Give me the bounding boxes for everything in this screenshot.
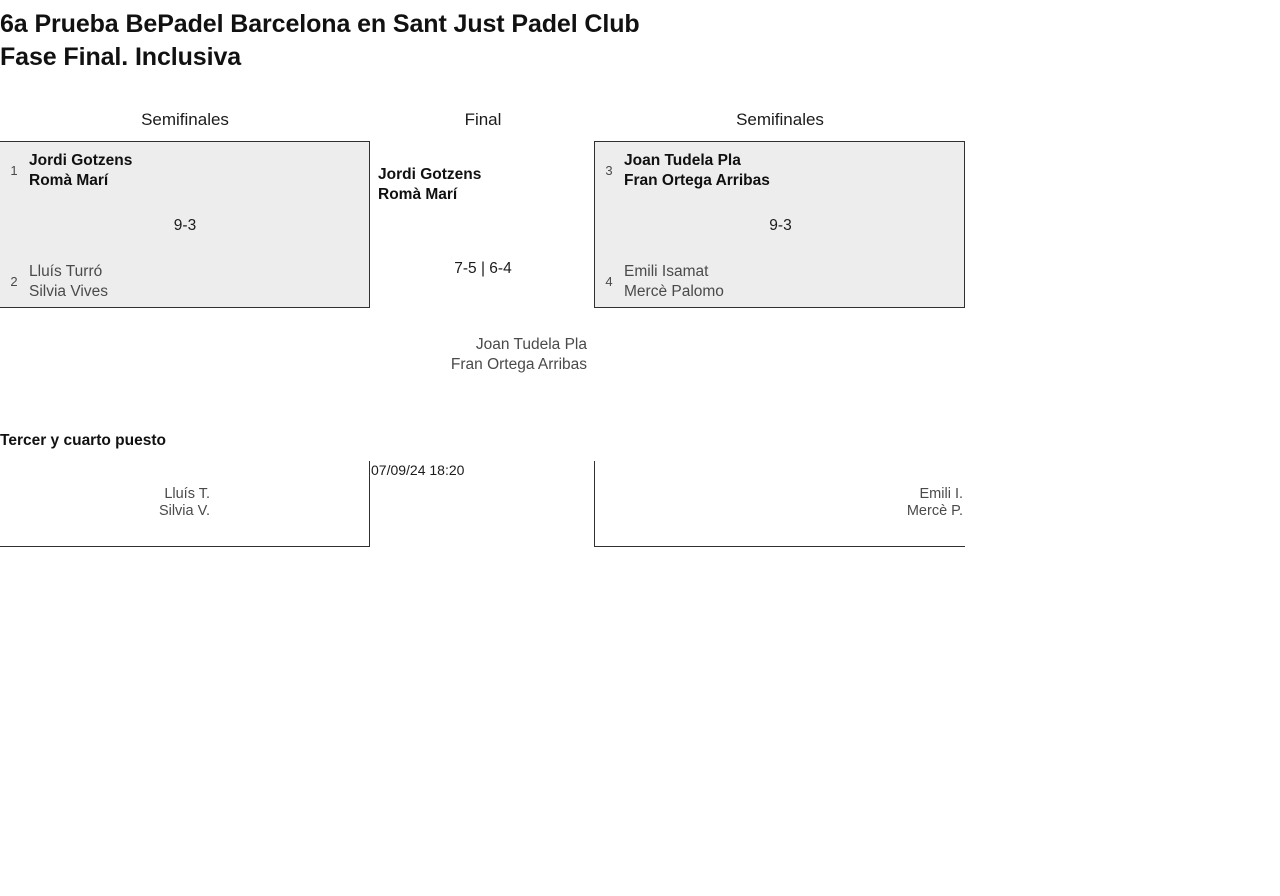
match-score: 9-3 — [769, 217, 792, 234]
tournament-phase: Fase Final. Inclusiva — [0, 43, 242, 71]
round-heading-semifinals-right: Semifinales — [736, 110, 824, 129]
seed-number: 1 — [10, 163, 18, 178]
player-name-2: Romà Marí — [378, 185, 458, 203]
player-name-2: Romà Marí — [29, 171, 109, 189]
third-place-match-datetime: 07/09/24 18:20 — [371, 462, 465, 478]
player-name-2: Mercè Palomo — [624, 282, 724, 300]
tournament-name: 6a Prueba BePadel Barcelona en Sant Just… — [0, 10, 640, 38]
round-heading-semifinals-left: Semifinales — [141, 110, 229, 129]
player-name-2: Fran Ortega Arribas — [450, 355, 587, 373]
third-place-team-right[interactable]: Emili I.Mercè P. — [753, 486, 963, 520]
team-semifinal-left-bottom[interactable]: 2 Lluís Turró Silvia Vives — [8, 262, 108, 301]
team-semifinal-right-top[interactable]: 3 Joan Tudela Pla Fran Ortega Arribas — [603, 151, 770, 190]
player-name-2: Silvia V. — [158, 503, 210, 519]
player-name-1: Joan Tudela Pla — [624, 152, 741, 169]
round-heading-final: Final — [464, 110, 502, 129]
final-match-score: 7-5 | 6-4 — [454, 260, 512, 277]
third-place-heading: Tercer y cuarto puesto — [0, 432, 166, 449]
seed-number: 4 — [605, 274, 613, 289]
third-place-team-left[interactable]: Lluís T.Silvia V. — [0, 486, 210, 520]
seed-number: 3 — [605, 163, 613, 178]
team-player-names: Joan Tudela Pla Fran Ortega Arribas — [624, 151, 770, 190]
player-name-2: Fran Ortega Arribas — [624, 171, 770, 189]
player-name-1: Jordi Gotzens — [378, 166, 482, 183]
match-semifinal-right[interactable]: 3 Joan Tudela Pla Fran Ortega Arribas 9-… — [594, 141, 965, 308]
team-player-names: Lluís Turró Silvia Vives — [29, 262, 108, 301]
seed-number: 2 — [10, 274, 18, 289]
team-player-names: Jordi Gotzens Romà Marí — [29, 151, 132, 190]
player-name-2: Mercè P. — [906, 503, 963, 519]
player-name-1: Lluís Turró — [29, 263, 103, 280]
third-place-bracket-left: Lluís T.Silvia V. — [0, 461, 370, 547]
match-semifinal-left[interactable]: 1 Jordi Gotzens Romà Marí 9-3 2 Lluís Tu… — [0, 141, 370, 308]
page-title: 6a Prueba BePadel Barcelona en Sant Just… — [0, 8, 640, 74]
team-semifinal-right-bottom[interactable]: 4 Emili Isamat Mercè Palomo — [603, 262, 724, 301]
team-player-names: Emili Isamat Mercè Palomo — [624, 262, 724, 301]
match-score: 9-3 — [173, 217, 197, 234]
player-name-1: Emili Isamat — [624, 263, 709, 280]
player-name-1: Emili I. — [919, 486, 964, 502]
player-name-1: Joan Tudela Pla — [475, 336, 587, 353]
player-name-1: Jordi Gotzens — [29, 152, 133, 169]
third-place-bracket-right: Emili I.Mercè P. — [594, 461, 965, 547]
team-semifinal-left-top[interactable]: 1 Jordi Gotzens Romà Marí — [8, 151, 132, 190]
player-name-1: Lluís T. — [164, 486, 210, 502]
player-name-2: Silvia Vives — [29, 282, 108, 300]
